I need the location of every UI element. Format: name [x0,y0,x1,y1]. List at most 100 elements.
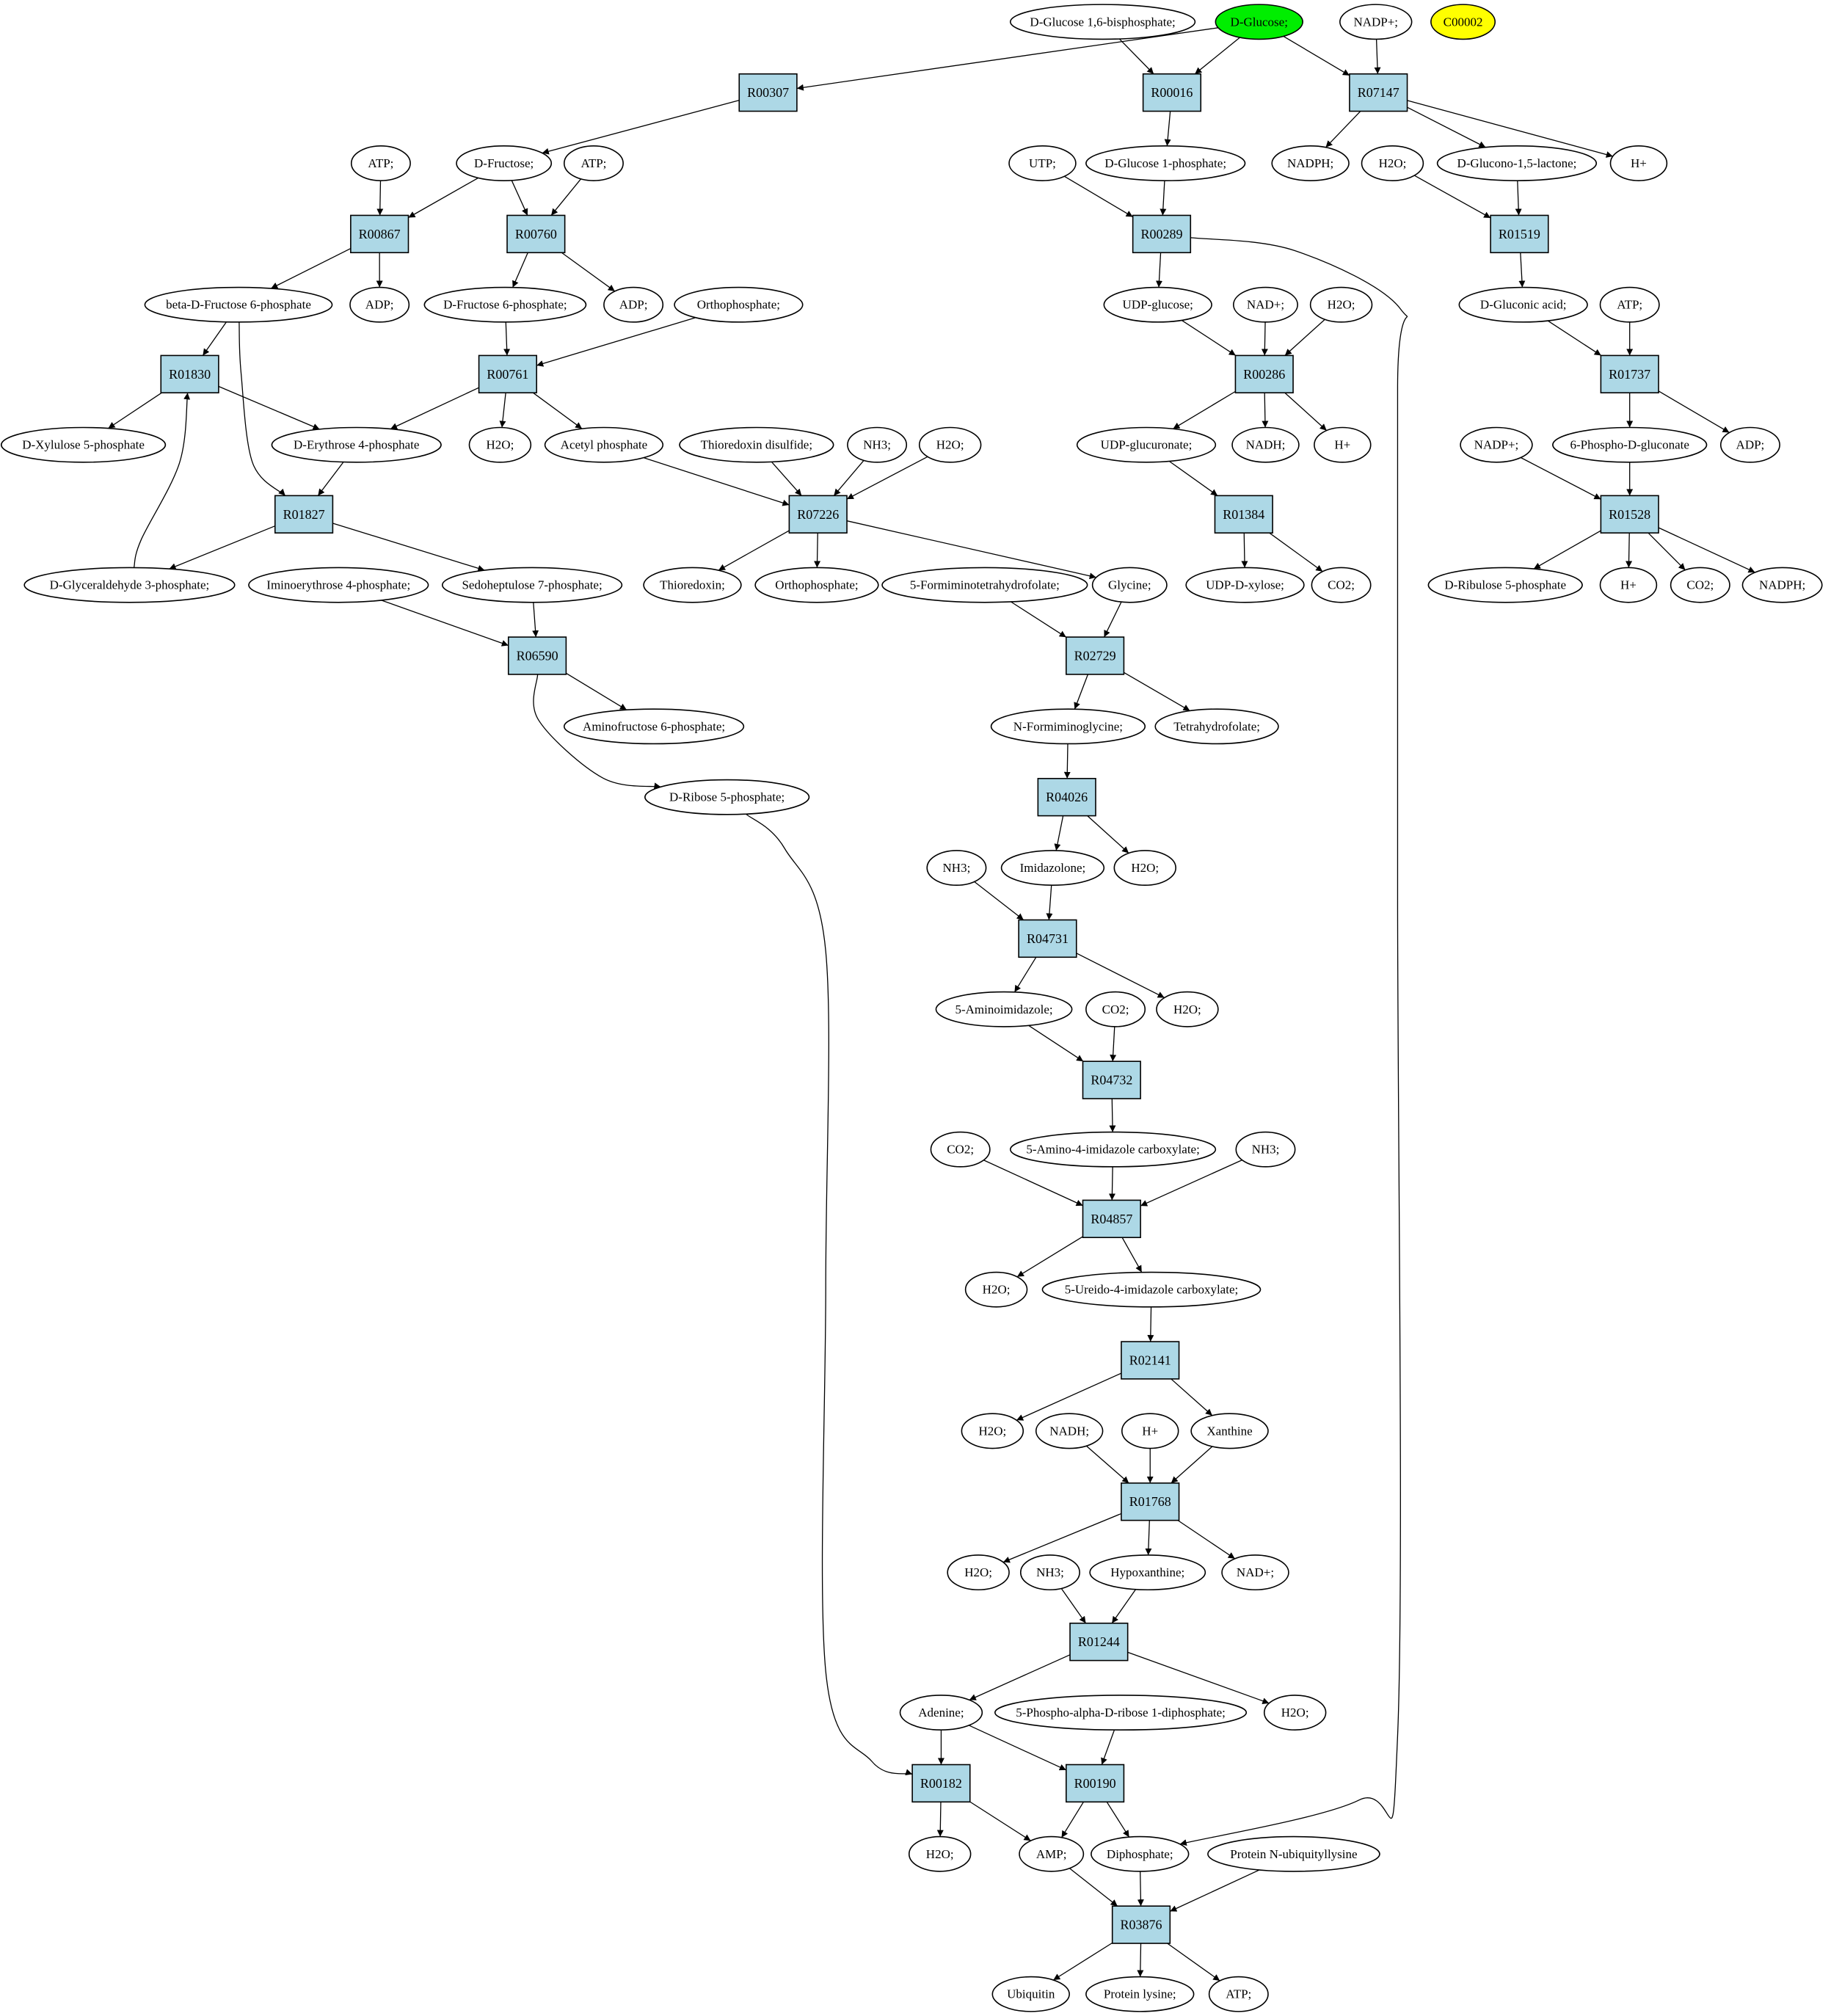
edge-arrow [1052,1942,1113,1981]
reaction-node: R04731 [1018,919,1077,958]
reaction-node: R00307 [738,73,798,112]
reaction-node: R07147 [1349,73,1408,112]
compound-label: 6-Phospho-D-gluconate [1570,438,1689,452]
compound-ellipse [1309,286,1373,323]
compound-label: ADP; [619,298,648,312]
compound-label: NADP+; [1474,438,1519,452]
compound-node: H+ [1121,1413,1179,1449]
compound-ellipse [1085,145,1246,181]
compound-node: D-Fructose 6-phosphate; [423,286,587,323]
compound-node: H2O; [961,1413,1024,1449]
edge-arrow [1658,390,1730,434]
reaction-label: R01830 [169,367,211,382]
compound-label: NH3; [1252,1143,1280,1157]
compound-label: ATP; [580,156,606,170]
compound-ellipse [1339,4,1413,40]
edge-arrow [533,392,583,429]
compound-node: beta-D-Fructose 6-phosphate [144,286,333,323]
compound-label: beta-D-Fructose 6-phosphate [166,298,311,312]
reaction-box [1600,354,1659,394]
edge-arrow [969,1725,1067,1771]
nodes-layer: D-Glucose 1,6-bisphosphate;D-Glucose;NAD… [0,4,1823,2012]
edge-arrow [1106,1801,1130,1838]
edge-arrow [1325,111,1361,148]
reaction-node: R00286 [1234,354,1294,394]
compound-label: NH3; [1036,1565,1064,1579]
compound-ellipse [644,779,810,815]
reaction-box [507,636,567,675]
reaction-label: R00182 [920,1776,962,1791]
reaction-box [738,73,798,112]
compound-node: D-Glucose 1,6-bisphosphate; [1009,4,1196,40]
reaction-box [1214,495,1273,534]
reaction-box [1490,214,1549,254]
compound-node: D-Ribose 5-phosphate; [644,779,810,815]
compound-label: Adenine; [918,1706,964,1720]
compound-ellipse [1089,1554,1206,1591]
compound-label: D-Ribulose 5-phosphate [1444,578,1566,592]
reaction-box [274,495,334,534]
reaction-label: R02141 [1129,1353,1171,1368]
compound-label: Diphosphate; [1107,1847,1173,1861]
compound-node: CO2; [930,1131,991,1168]
compound-node: Hypoxanthine; [1089,1554,1206,1591]
compound-node: H2O; [1156,991,1219,1027]
compound-node: ADP; [603,286,664,323]
edge-arrow [1060,1801,1085,1838]
compound-node: 5-Formiminotetrahydrofolate; [881,567,1088,603]
compound-ellipse [23,567,236,603]
compound-ellipse [1190,1413,1269,1449]
edge-arrow [1283,35,1350,76]
compound-ellipse [947,1554,1010,1591]
edge-arrow [1194,37,1240,75]
reaction-node: R00190 [1065,1764,1125,1803]
compound-ellipse [1741,567,1823,603]
compound-ellipse [847,426,908,463]
compound-label: NADPH; [1759,578,1805,592]
compound-node: UDP-D-xylose; [1185,567,1305,603]
compound-ellipse [1215,4,1303,40]
compound-label: Acetyl phosphate [561,438,648,452]
edge-arrow [1016,1236,1083,1278]
edge-arrow [1171,1378,1213,1416]
compound-node: NADPH; [1271,145,1350,181]
edge-arrow [1533,530,1601,569]
compound-label: AMP; [1036,1847,1067,1861]
compound-node: D-Glyceraldehyde 3-phosphate; [23,567,236,603]
compound-node: CO2; [1670,567,1730,603]
edge-arrow [1087,815,1129,854]
edge-arrow [1413,175,1491,219]
edge-arrow [1108,1166,1115,1201]
compound-ellipse [1599,286,1660,323]
compound-label: Sedoheptulose 7-phosphate; [462,578,602,592]
compound-ellipse [1311,567,1372,603]
compound-node: CO2; [1311,567,1372,603]
edge-arrow [1173,390,1236,429]
compound-label: CO2; [1328,578,1355,592]
edge-arrow [332,523,485,572]
compound-label: ATP; [1617,298,1642,312]
compound-label: 5-Aminoimidazole; [955,1002,1052,1016]
edge-arrow [1515,181,1522,216]
edge-arrow [1167,1943,1220,1982]
compound-ellipse [1460,426,1533,463]
compound-label: UDP-glucuronate; [1101,438,1193,452]
edge-arrow [771,461,802,496]
compound-label: D-Glucose 1-phosphate; [1104,156,1226,170]
edge-arrow [1156,252,1162,288]
compound-node: D-Glucono-1,5-lactone; [1436,145,1598,181]
compound-node: Orthophosphate; [674,286,804,323]
compound-node: H2O; [947,1554,1010,1591]
compound-ellipse [1609,145,1668,181]
edge-arrow [542,100,740,155]
edge-arrow [1407,106,1486,148]
compound-label: NAD+; [1237,1565,1274,1579]
edge-arrow [1085,1445,1129,1484]
edge-arrow [270,247,352,289]
compound-node: H2O; [908,1835,972,1872]
compound-node: H2O; [1113,850,1176,886]
compound-node: D-Glucose 1-phosphate; [1085,145,1246,181]
compound-node: H2O; [1263,1695,1327,1731]
compound-ellipse [1314,426,1372,463]
compound-node: 5-Ureido-4-imidazole carboxylate; [1041,1271,1262,1308]
